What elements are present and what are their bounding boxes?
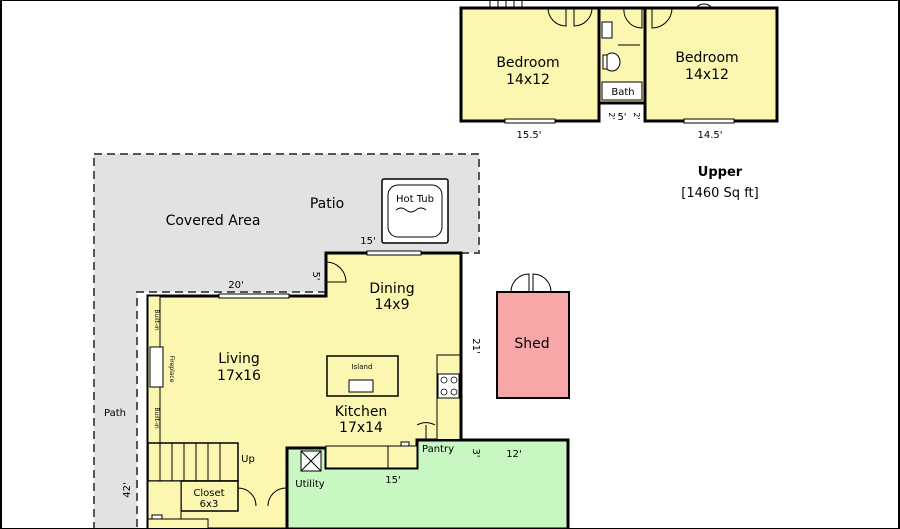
bedroom-left-size: 14x12 — [506, 72, 550, 88]
upper-title: Upper — [698, 165, 743, 180]
closet-name: Closet — [193, 488, 224, 499]
island-sink-icon — [348, 379, 374, 393]
upper-door-swings — [547, 3, 713, 29]
upper-floor: Bedroom 14x12 Bedroom 14x12 Bath 15.5' 1… — [459, 0, 779, 201]
built-in-top-label: Built-in — [153, 309, 160, 330]
kitchen-counter-bottom — [325, 445, 418, 469]
bedroom-right-name: Bedroom — [675, 50, 738, 66]
upper-dim-mid: 5' — [617, 112, 626, 123]
upper-bedroom-left — [459, 6, 601, 123]
closet-size: 6x3 — [200, 499, 219, 510]
kitchen-size: 17x14 — [339, 420, 383, 436]
patio-dim-5: 5' — [310, 271, 321, 280]
upper-area: [1460 Sq ft] — [681, 186, 758, 201]
upper-bath-tub — [601, 81, 643, 101]
stairs-up-label: Up — [241, 454, 255, 465]
upper-dim-small-a: 2' — [607, 112, 616, 119]
utility-label: Utility — [295, 479, 324, 490]
shed-box — [496, 291, 570, 399]
patio-dim-15: 15' — [360, 236, 375, 247]
living-name: Living — [218, 351, 260, 367]
bedroom-right-size: 14x12 — [685, 67, 729, 83]
path-label: Path — [104, 408, 126, 419]
stove-icon — [437, 373, 460, 399]
fireplace-label: Fireplace — [168, 356, 175, 383]
dim-42: 42' — [122, 482, 133, 497]
dim-21: 21' — [470, 338, 481, 353]
living-size: 17x16 — [217, 368, 261, 384]
closet — [180, 480, 239, 512]
dining-name: Dining — [369, 281, 414, 297]
kitchen-name: Kitchen — [335, 404, 388, 420]
patio-label: Patio — [310, 196, 344, 212]
built-in-bottom-label: Built-in — [153, 407, 160, 428]
main-stairs — [147, 442, 239, 482]
dim-12: 12' — [506, 449, 521, 460]
shed: Shed — [496, 273, 570, 399]
upper-bath-vanity — [601, 21, 613, 39]
shed-label: Shed — [514, 336, 549, 352]
hot-tub-water-icon — [395, 207, 427, 213]
dim-3: 3' — [470, 448, 481, 457]
hot-tub-label: Hot Tub — [396, 194, 434, 205]
covered-area-label: Covered Area — [166, 213, 261, 229]
upper-dim-small-b: 2' — [632, 112, 641, 119]
upper-dim-right: 14.5' — [697, 130, 722, 141]
pantry-label: Pantry — [422, 444, 454, 455]
dining-size: 14x9 — [374, 297, 409, 313]
dim-15b: 15' — [385, 475, 400, 486]
upper-dim-left: 15.5' — [516, 130, 541, 141]
bedroom-left-name: Bedroom — [496, 55, 559, 71]
fireplace — [149, 346, 164, 388]
patio-dim-20: 20' — [228, 280, 243, 291]
upper-stairs — [489, 0, 523, 8]
bath-label: Bath — [611, 87, 634, 98]
main-floor: Built-in Fireplace Built-in Island — [104, 250, 570, 529]
island-label: Island — [352, 363, 373, 371]
